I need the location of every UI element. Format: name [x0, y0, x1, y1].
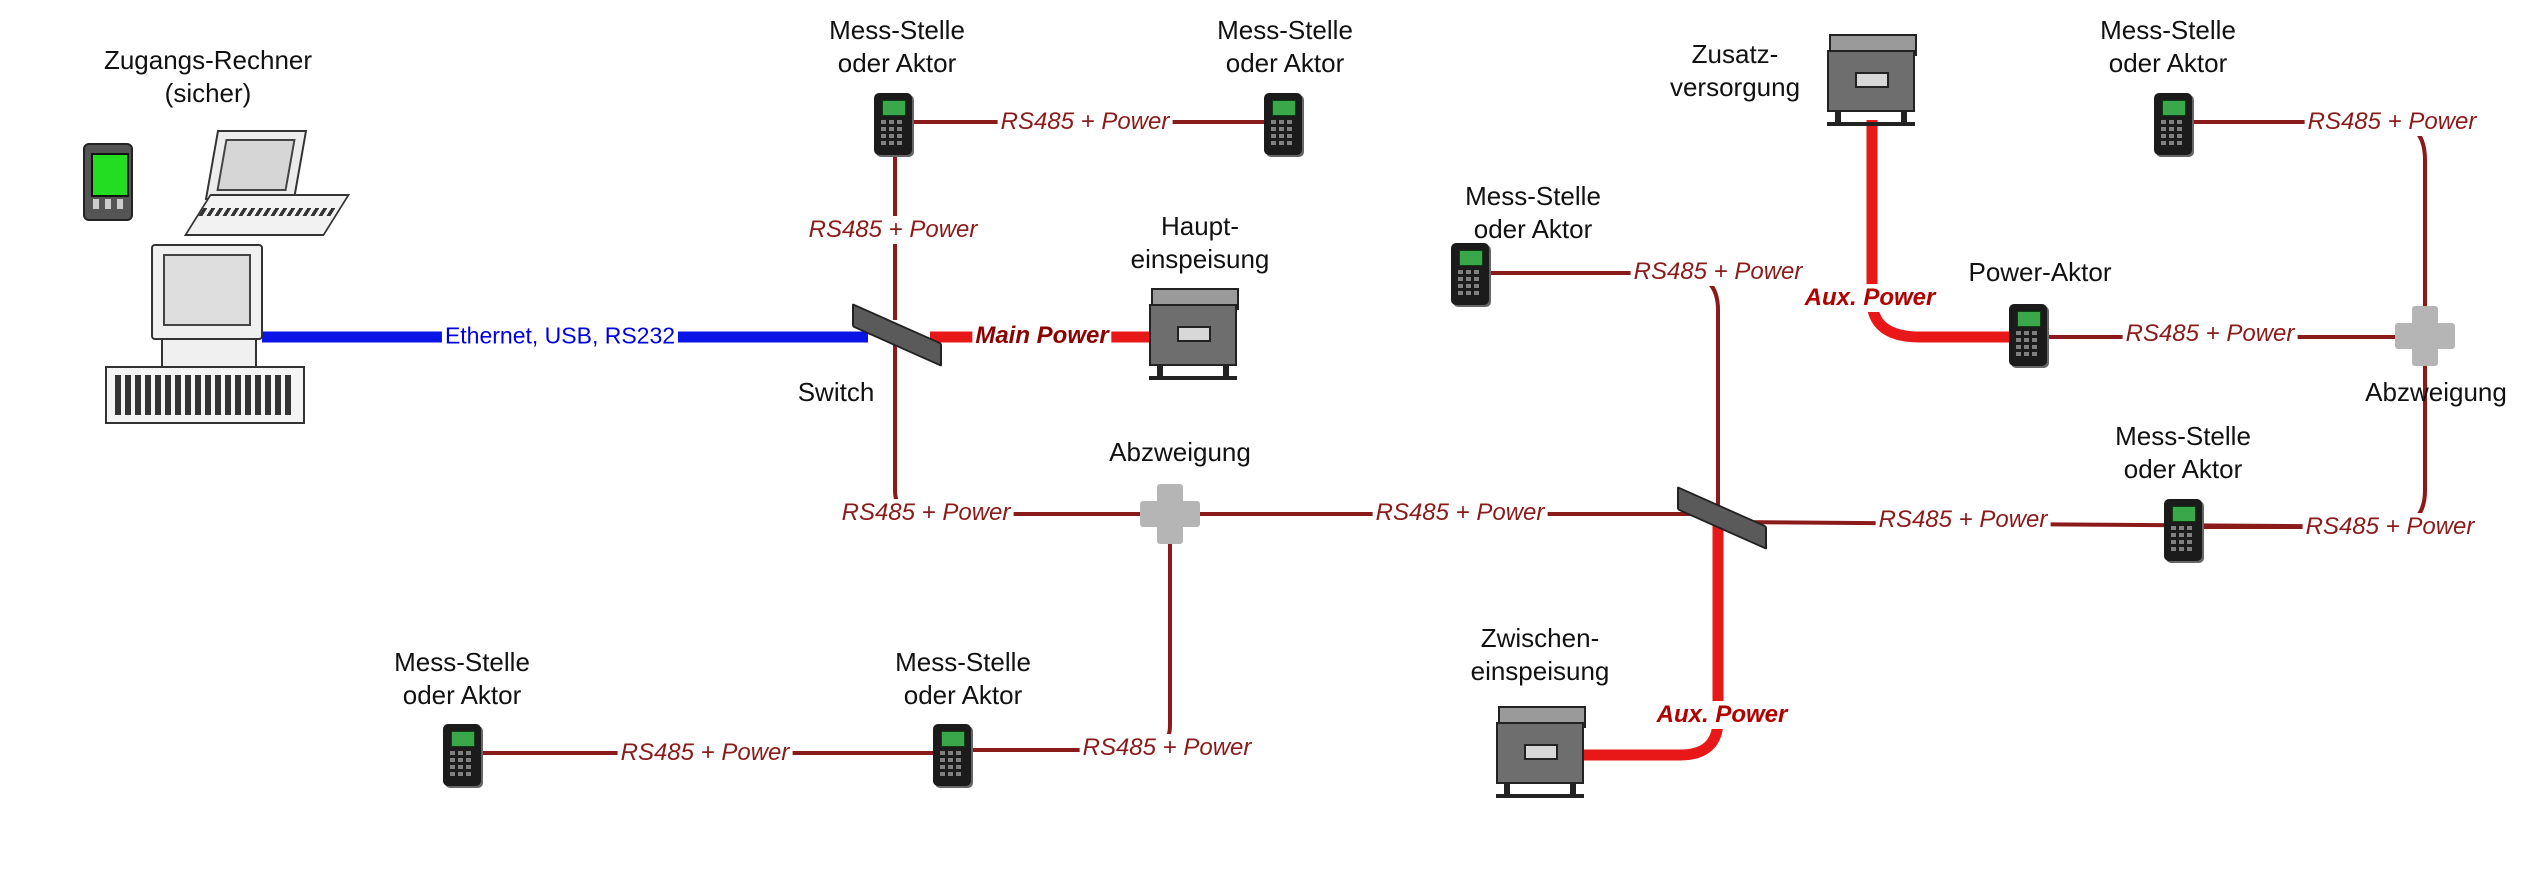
- rs485-link-label: RS485 + Power: [1079, 734, 1255, 762]
- access-computer-label: Zugangs-Rechner (sicher): [103, 45, 313, 108]
- power-actor-label: Power-Aktor: [1968, 257, 2112, 287]
- ms6-label: Mess-Stelle oder Aktor: [2100, 15, 2236, 78]
- rs485-link-label: RS485 + Power: [2122, 320, 2298, 348]
- measurement-device-icon: [1451, 243, 1489, 305]
- rs485-link-label: RS485 + Power: [2302, 513, 2478, 541]
- ms7-label: Mess-Stelle oder Aktor: [2115, 421, 2251, 484]
- bus-switch-branch1: [893, 345, 1170, 516]
- rs485-link-label: RS485 + Power: [805, 216, 981, 244]
- ms1-label: Mess-Stelle oder Aktor: [829, 15, 965, 78]
- pda-icon: [83, 143, 133, 221]
- branch-connector-icon: [2395, 306, 2455, 366]
- ms3-label: Mess-Stelle oder Aktor: [394, 647, 530, 710]
- rs485-link-label: RS485 + Power: [1372, 499, 1548, 527]
- power-supply-icon: [1496, 706, 1586, 798]
- rs485-link-label: RS485 + Power: [997, 108, 1173, 136]
- measurement-device-icon: [2154, 93, 2192, 155]
- measurement-device-icon: [2164, 499, 2202, 561]
- bus-branch1-ms4: [950, 514, 1172, 752]
- measurement-device-icon: [443, 724, 481, 786]
- rs485-link-label: RS485 + Power: [1630, 258, 1806, 286]
- rs485-link-label: RS485 + Power: [2304, 108, 2480, 136]
- aux-power-link-label: Aux. Power: [1653, 701, 1791, 729]
- rs485-link-label: RS485 + Power: [838, 499, 1014, 527]
- bus-branch2-ms6: [2183, 120, 2427, 336]
- rs485-link-label: RS485 + Power: [617, 739, 793, 767]
- ms4-label: Mess-Stelle oder Aktor: [895, 647, 1031, 710]
- bus-switch2-ms5: [1468, 271, 1720, 505]
- aux-power-link-label: Aux. Power: [1801, 284, 1939, 312]
- ethernet-link-label: Ethernet, USB, RS232: [441, 322, 679, 350]
- measurement-device-icon: [874, 93, 912, 155]
- desktop-computer-icon: [105, 244, 305, 424]
- ms2-label: Mess-Stelle oder Aktor: [1217, 15, 1353, 78]
- rs485-link-label: RS485 + Power: [1875, 506, 2051, 534]
- power-supply-icon: [1827, 34, 1917, 126]
- branch-connector-icon: [1140, 484, 1200, 544]
- switch-icon: [846, 302, 944, 368]
- laptop-icon: [183, 130, 351, 242]
- branch1-label: Abzweigung: [1109, 437, 1251, 467]
- switch-icon: [1671, 485, 1769, 551]
- ms5-label: Mess-Stelle oder Aktor: [1465, 181, 1601, 244]
- main-power-link-label: Main Power: [972, 322, 1112, 350]
- main-supply-label: Haupt- einspeisung: [1130, 211, 1270, 274]
- branch2-label: Abzweigung: [2365, 377, 2507, 407]
- switch-label: Switch: [797, 377, 875, 407]
- aux-supply2-label: Zwischen- einspeisung: [1470, 623, 1610, 686]
- power-actor-device-icon: [2009, 304, 2047, 366]
- aux-supply1-label: Zusatz- versorgung: [1669, 39, 1801, 102]
- power-supply-icon: [1149, 288, 1239, 380]
- measurement-device-icon: [1264, 93, 1302, 155]
- measurement-device-icon: [933, 724, 971, 786]
